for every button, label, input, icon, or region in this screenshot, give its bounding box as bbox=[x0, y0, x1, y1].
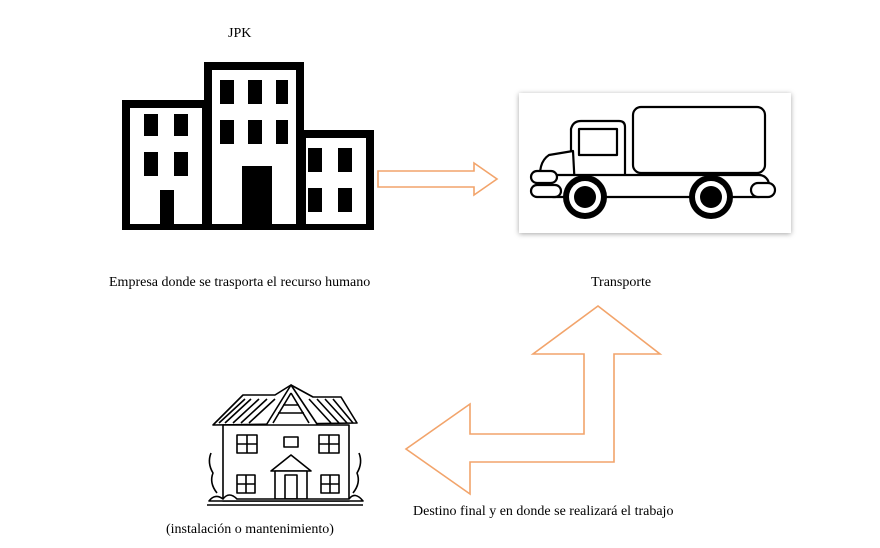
arrow-transport-to-destination bbox=[404, 304, 663, 496]
house-icon bbox=[207, 384, 364, 506]
destination-subcaption: (instalación o mantenimiento) bbox=[166, 522, 334, 537]
company-name: JPK bbox=[228, 26, 252, 41]
transport-caption: Transporte bbox=[591, 275, 652, 290]
arrow-building-to-truck bbox=[377, 161, 499, 197]
truck-icon bbox=[529, 105, 777, 219]
company-caption: Empresa donde se trasporta el recurso hu… bbox=[109, 275, 371, 290]
truck-card bbox=[519, 93, 791, 233]
destination-caption: Destino final y en donde se realizará el… bbox=[413, 504, 674, 519]
office-building-icon bbox=[122, 62, 374, 230]
